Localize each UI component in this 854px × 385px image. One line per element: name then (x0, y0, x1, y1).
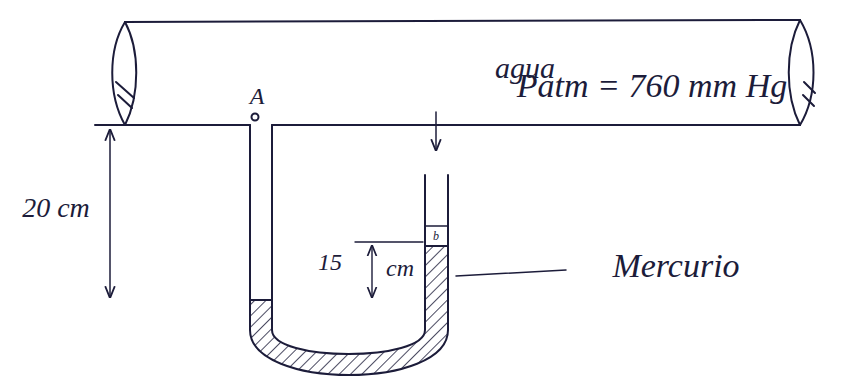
pipe-end (112, 22, 125, 125)
dimension-arrow (109, 130, 111, 297)
point-label: b (433, 230, 439, 242)
pipe-wall (125, 20, 800, 22)
dimension-label: 20 cm (22, 194, 90, 222)
leader-line (456, 270, 566, 276)
pipe-end (800, 20, 814, 125)
tube-wall (250, 125, 448, 375)
atm-arrow (435, 112, 437, 150)
dimension-arrow (371, 246, 372, 297)
pipe-end-hatch (116, 82, 134, 108)
pipe-wall (95, 124, 800, 126)
point-a (252, 114, 259, 121)
pipe-end-hatch (803, 82, 815, 106)
dimension-label: 15 (318, 250, 342, 274)
material-label: Mercurio (612, 249, 739, 283)
dimension-label: cm (386, 256, 414, 280)
b-box (425, 225, 448, 226)
tube-wall (272, 125, 425, 354)
mercury-fill (250, 246, 448, 375)
pipe-end (789, 20, 800, 125)
pipe-end (125, 22, 136, 125)
pressure-note: Patm = 760 mm Hg (517, 69, 787, 103)
point-label: A (250, 84, 265, 108)
dimension-line (355, 241, 423, 242)
mercury-level (250, 246, 448, 300)
